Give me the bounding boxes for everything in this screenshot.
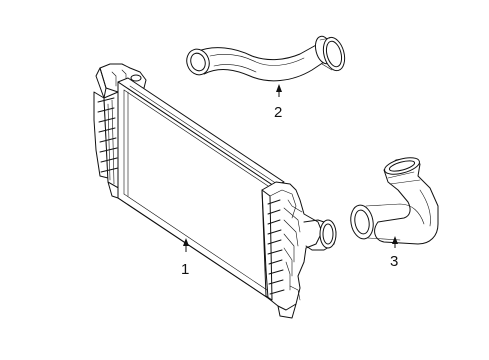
intercooler-right-tank: [261, 181, 337, 319]
intercooler-left-tank: [93, 63, 147, 201]
upper-charge-air-hose: [186, 35, 346, 82]
callout-2-label: 2: [274, 104, 282, 121]
intercooler-core: [117, 77, 285, 303]
lower-charge-air-hose: [350, 157, 439, 245]
callout-3: 3: [390, 236, 398, 270]
callout-1-label: 1: [181, 261, 189, 278]
intercooler: [93, 63, 337, 319]
callout-2: 2: [274, 84, 282, 121]
callout-1: 1: [181, 238, 189, 278]
callout-3-label: 3: [390, 253, 398, 270]
